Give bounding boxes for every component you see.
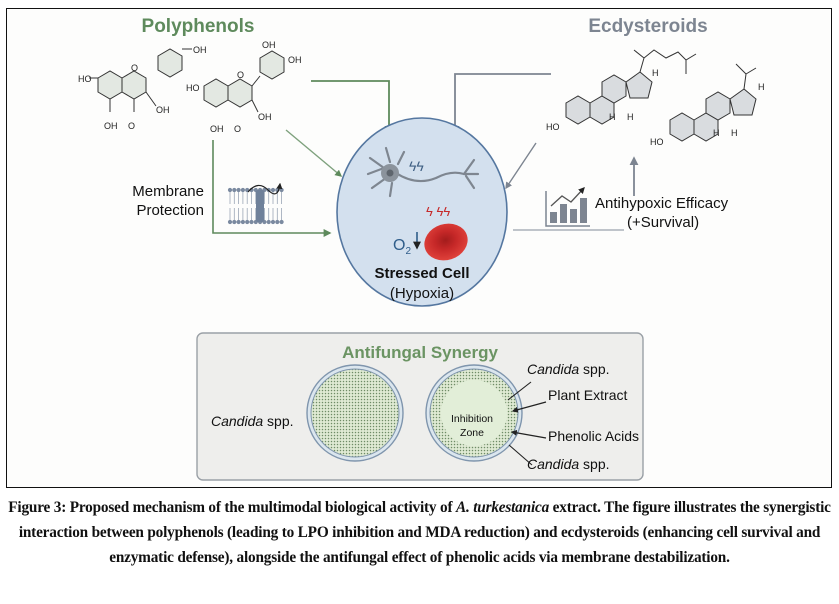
mechanism-diagram: Polyphenols Ecdysteroids HO OH OH OH O O… <box>78 16 765 481</box>
svg-text:H: H <box>713 128 720 138</box>
lipid-head <box>275 219 280 225</box>
svg-text:OH: OH <box>156 105 170 115</box>
svg-text:OH: OH <box>288 55 302 65</box>
callout-candida-bottom: Candida spp. <box>527 456 610 472</box>
lipid-head <box>232 187 237 193</box>
lipid-head <box>240 187 245 193</box>
svg-text:OH: OH <box>262 40 276 50</box>
callout-arrow-plant-extract <box>511 401 547 413</box>
antifungal-panel <box>196 332 644 481</box>
kaempferol-structure <box>97 48 183 100</box>
treated-dish <box>425 364 523 462</box>
arrow-membrane-to-cell <box>212 140 332 237</box>
steroid-1-ho: HO <box>546 122 560 132</box>
steroid-1-sidechain <box>633 49 697 74</box>
callout-phenolic-acids: Phenolic Acids <box>548 428 639 444</box>
caption-prefix: Figure 3: Proposed mechanism of the mult… <box>8 499 456 516</box>
steroid-structure-2 <box>669 88 757 142</box>
polyphenols-title: Polyphenols <box>142 16 255 37</box>
svg-text:O: O <box>237 70 244 80</box>
lipid-head <box>279 187 284 193</box>
steroid-2-sidechain <box>735 63 757 90</box>
svg-text:H: H <box>627 112 634 122</box>
taxifolin-bonds <box>251 75 261 113</box>
callout-candida-top: Candida spp. <box>527 361 610 377</box>
svg-text:O: O <box>128 121 135 131</box>
arrow-polyphenols-to-cell <box>311 80 394 135</box>
lipid-head <box>245 219 250 225</box>
arrow-ecdysteroids-to-cell <box>450 73 551 135</box>
svg-text:HO: HO <box>186 83 200 93</box>
neuron-nucleus <box>386 169 394 177</box>
svg-text:OH: OH <box>258 112 272 122</box>
taxifolin-labels: HO OH OH OH OH O O <box>186 40 302 134</box>
control-dish-label: Candida spp. <box>211 413 294 429</box>
lipid-head <box>236 219 241 225</box>
taxifolin-structure <box>203 50 285 108</box>
lipid-head <box>232 219 237 225</box>
lipid-head <box>270 219 276 225</box>
kaempferol-bonds <box>89 48 192 112</box>
antifungal-title: Antifungal Synergy <box>342 343 498 362</box>
stress-lightning-icon: ϟ ϟϟ <box>426 204 450 219</box>
inhibition-zone-label-1: Inhibition <box>451 413 493 425</box>
svg-text:H: H <box>609 112 616 122</box>
svg-text:O: O <box>234 124 241 134</box>
caption-species: A. turkestanica <box>455 499 550 516</box>
control-dish <box>306 364 404 462</box>
lightning-icon: ϟϟ <box>409 158 424 174</box>
antihypoxic-label-2: (+Survival) <box>627 214 699 231</box>
lipid-head <box>227 187 233 193</box>
steroid-2-ho: HO <box>650 137 664 147</box>
bar-chart-icon <box>545 187 590 227</box>
o2-label: O2 <box>393 237 411 257</box>
lipid-head <box>227 219 233 225</box>
antihypoxic-label-1: Antihypoxic Efficacy <box>595 195 729 212</box>
steroid-structure-1 <box>565 71 653 125</box>
lipid-head <box>236 187 241 193</box>
membrane-bilayer-icon <box>227 182 284 225</box>
inhibition-zone-label-2: Zone <box>460 427 484 439</box>
red-blood-cell-icon <box>424 223 468 261</box>
svg-text:H: H <box>758 82 765 92</box>
svg-text:O: O <box>131 63 138 73</box>
svg-text:OH: OH <box>210 124 224 134</box>
svg-text:HO: HO <box>78 74 92 84</box>
callout-arrow-phenolic-acids <box>510 429 547 439</box>
arrow-ecdysteroids-diagonal <box>505 142 537 190</box>
svg-text:OH: OH <box>193 45 207 55</box>
membrane-protection-label-1: Membrane <box>132 183 204 200</box>
callout-line-candida-bottom <box>508 444 533 466</box>
neuron-icon <box>366 146 480 198</box>
kaempferol-labels: HO OH OH OH O O <box>78 45 207 131</box>
stressed-cell-subtitle: (Hypoxia) <box>390 285 454 302</box>
arrow-polyphenols-diagonal <box>285 129 343 177</box>
lipid-head <box>240 219 245 225</box>
callout-line-candida-top <box>507 381 532 401</box>
lipid-head <box>249 219 254 225</box>
lipid-head <box>270 187 276 193</box>
svg-text:H: H <box>652 68 659 78</box>
callout-plant-extract: Plant Extract <box>548 387 627 403</box>
caption-suffix: extract. The figure illustrates the syne… <box>18 499 831 566</box>
ecdysteroids-title: Ecdysteroids <box>588 16 707 37</box>
lipid-head <box>279 219 284 225</box>
membrane-protection-label-2: Protection <box>136 202 204 219</box>
lipid-head <box>266 219 271 225</box>
stressed-cell-title: Stressed Cell <box>374 265 469 282</box>
figure-caption: Figure 3: Proposed mechanism of the mult… <box>8 495 831 570</box>
svg-text:OH: OH <box>104 121 118 131</box>
svg-text:H: H <box>731 128 738 138</box>
